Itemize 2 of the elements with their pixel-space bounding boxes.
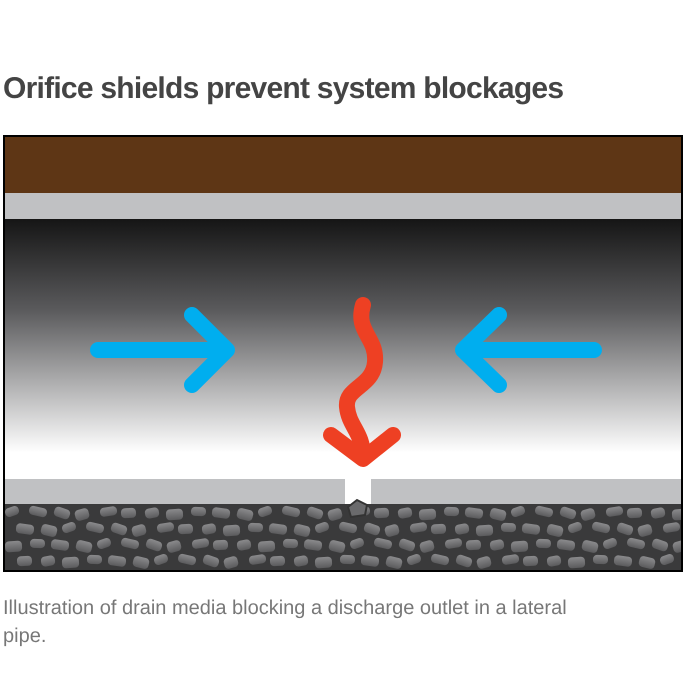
caption: Illustration of drain media blocking a discharge outlet in a lateral pipe.: [3, 596, 568, 649]
title: Orifice shields prevent system blockages: [3, 71, 564, 107]
